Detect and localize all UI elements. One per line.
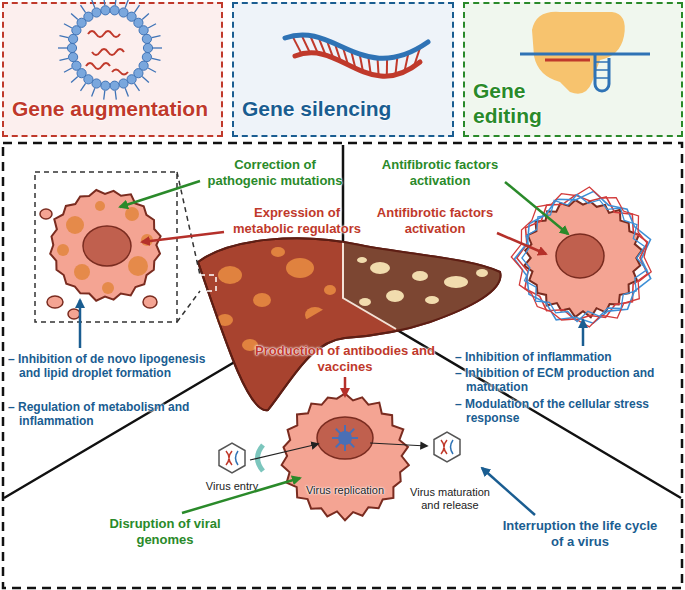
steatotic-cell [125, 207, 139, 221]
leader-arrow [142, 232, 224, 242]
steatotic-cell [128, 256, 148, 276]
node-title: Gene editing [473, 78, 553, 128]
leader-arrow [79, 300, 82, 348]
virus-icon [226, 451, 232, 465]
liver [198, 238, 500, 410]
zoom-inset [35, 172, 177, 322]
liver [425, 296, 439, 304]
liver [343, 242, 396, 329]
leader-arrow [582, 320, 585, 346]
zoom-inset [200, 275, 216, 291]
method-box: Gene augmentation [2, 2, 223, 137]
steatotic-cell [57, 201, 153, 294]
liver [218, 266, 242, 284]
infected-cell: Virus replication [280, 388, 410, 528]
steatotic-cell [74, 264, 90, 280]
liver [412, 271, 428, 281]
liver [253, 293, 271, 307]
liver [476, 269, 488, 277]
liver [305, 307, 325, 323]
steatotic-cell [141, 234, 153, 246]
receptor [258, 445, 264, 471]
annotation: Correction of pathogenic mutations [200, 157, 350, 188]
virus-icon [236, 451, 239, 465]
annotation: – Inhibition of de novo lipogenesis and … [8, 352, 207, 381]
leader-arrow [497, 233, 546, 254]
annotation: Disruption of viral genomes [95, 516, 235, 547]
virus-icon [451, 440, 454, 454]
steatotic-cell [40, 209, 52, 219]
node-title: Gene silencing [242, 96, 450, 121]
liver [359, 298, 371, 306]
steatotic-cell [47, 296, 63, 308]
liver [357, 257, 367, 263]
steatotic-cell [68, 309, 80, 319]
liver [324, 285, 336, 295]
liver [386, 290, 404, 302]
annotation: Production of antibodies and vaccines [255, 343, 435, 374]
leader-arrow [120, 181, 200, 207]
liver [198, 238, 500, 410]
liver [198, 238, 500, 410]
fibrotic-cell [556, 234, 604, 278]
annotation: – Inhibition of ECM production and matur… [455, 366, 666, 395]
steatotic-cell [102, 282, 114, 294]
annotation: – Modulation of the cellular stress resp… [455, 397, 666, 426]
annotation: Virus entry [197, 480, 267, 493]
leader-arrow [182, 478, 300, 513]
steatotic-cell [66, 216, 84, 234]
liver [271, 247, 285, 257]
method-box: Gene editing [463, 2, 683, 137]
annotation: – Inhibition of inflammation [455, 350, 666, 364]
steatotic-cell [50, 190, 160, 301]
liver [286, 258, 314, 278]
steatotic-cell [95, 201, 105, 211]
liver [357, 257, 488, 306]
virus-icon [219, 443, 245, 473]
method-box: Gene silencing [232, 2, 454, 137]
liver [370, 262, 390, 274]
steatotic-cell [40, 190, 161, 319]
leader-arrow [482, 468, 535, 515]
annotation: Antifibrotic factors activation [365, 157, 515, 188]
annotation: Interruption the life cycle of a virus [500, 518, 660, 549]
zoom-inset [35, 172, 216, 322]
cell-outline [280, 388, 410, 528]
node-title: Virus replication [295, 484, 395, 497]
node-title: Gene augmentation [12, 96, 220, 121]
virus-icon [441, 440, 447, 454]
liver [198, 238, 500, 410]
annotation: Virus maturation and release [402, 486, 498, 512]
annotation: – Regulation of metabolism and inflammat… [8, 400, 207, 429]
fibrotic-cell [522, 195, 647, 322]
steatotic-cell [57, 244, 69, 256]
liver [217, 247, 336, 351]
steatotic-cell [143, 296, 157, 308]
steatotic-cell [83, 226, 131, 266]
liver [444, 276, 468, 288]
fibrotic-cell [511, 187, 651, 327]
cell-outline [282, 394, 409, 521]
annotation: Antifibrotic factors activation [360, 205, 510, 236]
annotation: Expression of metabolic regulators [222, 205, 372, 236]
leader-arrow [505, 182, 568, 234]
fibrotic-cell [511, 187, 651, 327]
zoom-inset [177, 172, 200, 322]
virus-icon [434, 432, 460, 462]
outer-frame [3, 143, 682, 588]
